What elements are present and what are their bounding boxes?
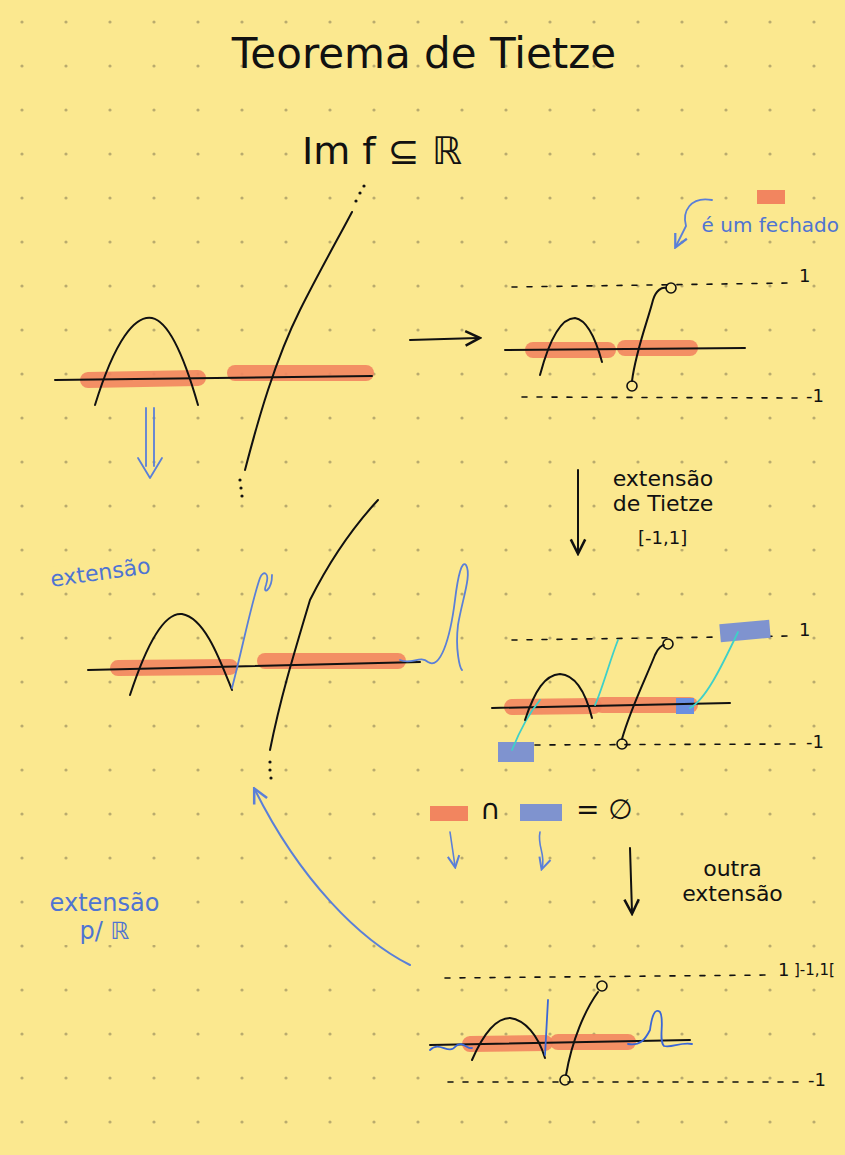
function-curve (622, 645, 664, 739)
function-curve (95, 318, 198, 405)
open-endpoint (617, 739, 627, 749)
implies-arrow (145, 408, 147, 466)
implies-arrow (153, 408, 155, 466)
closed-set-swatch (430, 806, 468, 821)
bound-value: -1 (804, 386, 826, 407)
preimage-set (676, 698, 694, 714)
ellipsis-dot (238, 478, 241, 481)
step-arrow (410, 338, 478, 340)
interval: [-1,1] (636, 528, 689, 549)
function-curve (270, 500, 378, 750)
step-note: outra extensão (668, 856, 797, 907)
function-curve (632, 288, 666, 381)
preimage-set-swatch (520, 804, 562, 821)
bound-line (445, 975, 770, 978)
ellipsis-dot (268, 760, 271, 763)
step-note: extensão p/ ℝ (40, 890, 169, 945)
ellipsis-dot (362, 184, 365, 187)
open-endpoint (560, 1075, 570, 1085)
function-curve (540, 318, 602, 375)
set-operator: ∩ (478, 794, 503, 826)
interval: ]-1,1[ (792, 962, 837, 979)
ellipsis-dot (354, 199, 357, 202)
function-curve (130, 614, 232, 695)
bound-value: -1 (804, 732, 826, 753)
ellipsis-dot (358, 191, 361, 194)
function-curve (472, 1018, 545, 1060)
bound-line (520, 744, 798, 745)
bound-line (522, 397, 798, 398)
function-curve (566, 992, 598, 1075)
pointer-arrow (539, 832, 543, 868)
return-arrow (255, 790, 410, 965)
ellipsis-dot (268, 768, 271, 771)
extension-curve (628, 1011, 692, 1047)
ellipsis-dot (239, 486, 242, 489)
bound-value: 1 (776, 960, 791, 981)
legend-swatch (757, 190, 785, 204)
extension-curve (512, 700, 540, 750)
extension-curve (690, 632, 738, 708)
bound-value: -1 (806, 1070, 828, 1091)
step-note: extensão de Tietze (596, 466, 730, 517)
open-endpoint (666, 283, 676, 293)
bound-value: 1 (797, 620, 812, 641)
pointer-arrow (450, 832, 455, 866)
formula: Im f ⊆ ℝ (300, 130, 464, 174)
extension-curve (430, 1044, 472, 1050)
open-endpoint (627, 381, 637, 391)
axis-line (430, 1040, 690, 1045)
function-curve (245, 212, 352, 470)
open-endpoint (597, 981, 607, 991)
axis-line (88, 662, 420, 670)
bound-value: 1 (797, 266, 812, 287)
ellipsis-dot (240, 494, 243, 497)
step-arrow (577, 470, 579, 552)
set-relation: = ∅ (574, 794, 635, 826)
axis-line (505, 348, 745, 350)
implies-arrow (138, 458, 162, 478)
closed-set-band (265, 653, 398, 669)
extension-curve (400, 564, 468, 670)
page-title: Teorema de Tietze (222, 30, 626, 78)
step-arrow (630, 848, 632, 912)
closed-set-band (235, 365, 366, 381)
preimage-set (498, 742, 534, 762)
open-endpoint (663, 639, 673, 649)
bound-line (448, 1081, 798, 1083)
legend-text: é um fechado (700, 214, 841, 237)
extension-curve (232, 573, 272, 688)
function-curve (525, 674, 592, 720)
extension-curve (595, 640, 618, 705)
ellipsis-dot (269, 776, 272, 779)
preimage-set (719, 620, 770, 642)
bound-line (512, 283, 790, 287)
extension-curve (545, 1000, 548, 1055)
